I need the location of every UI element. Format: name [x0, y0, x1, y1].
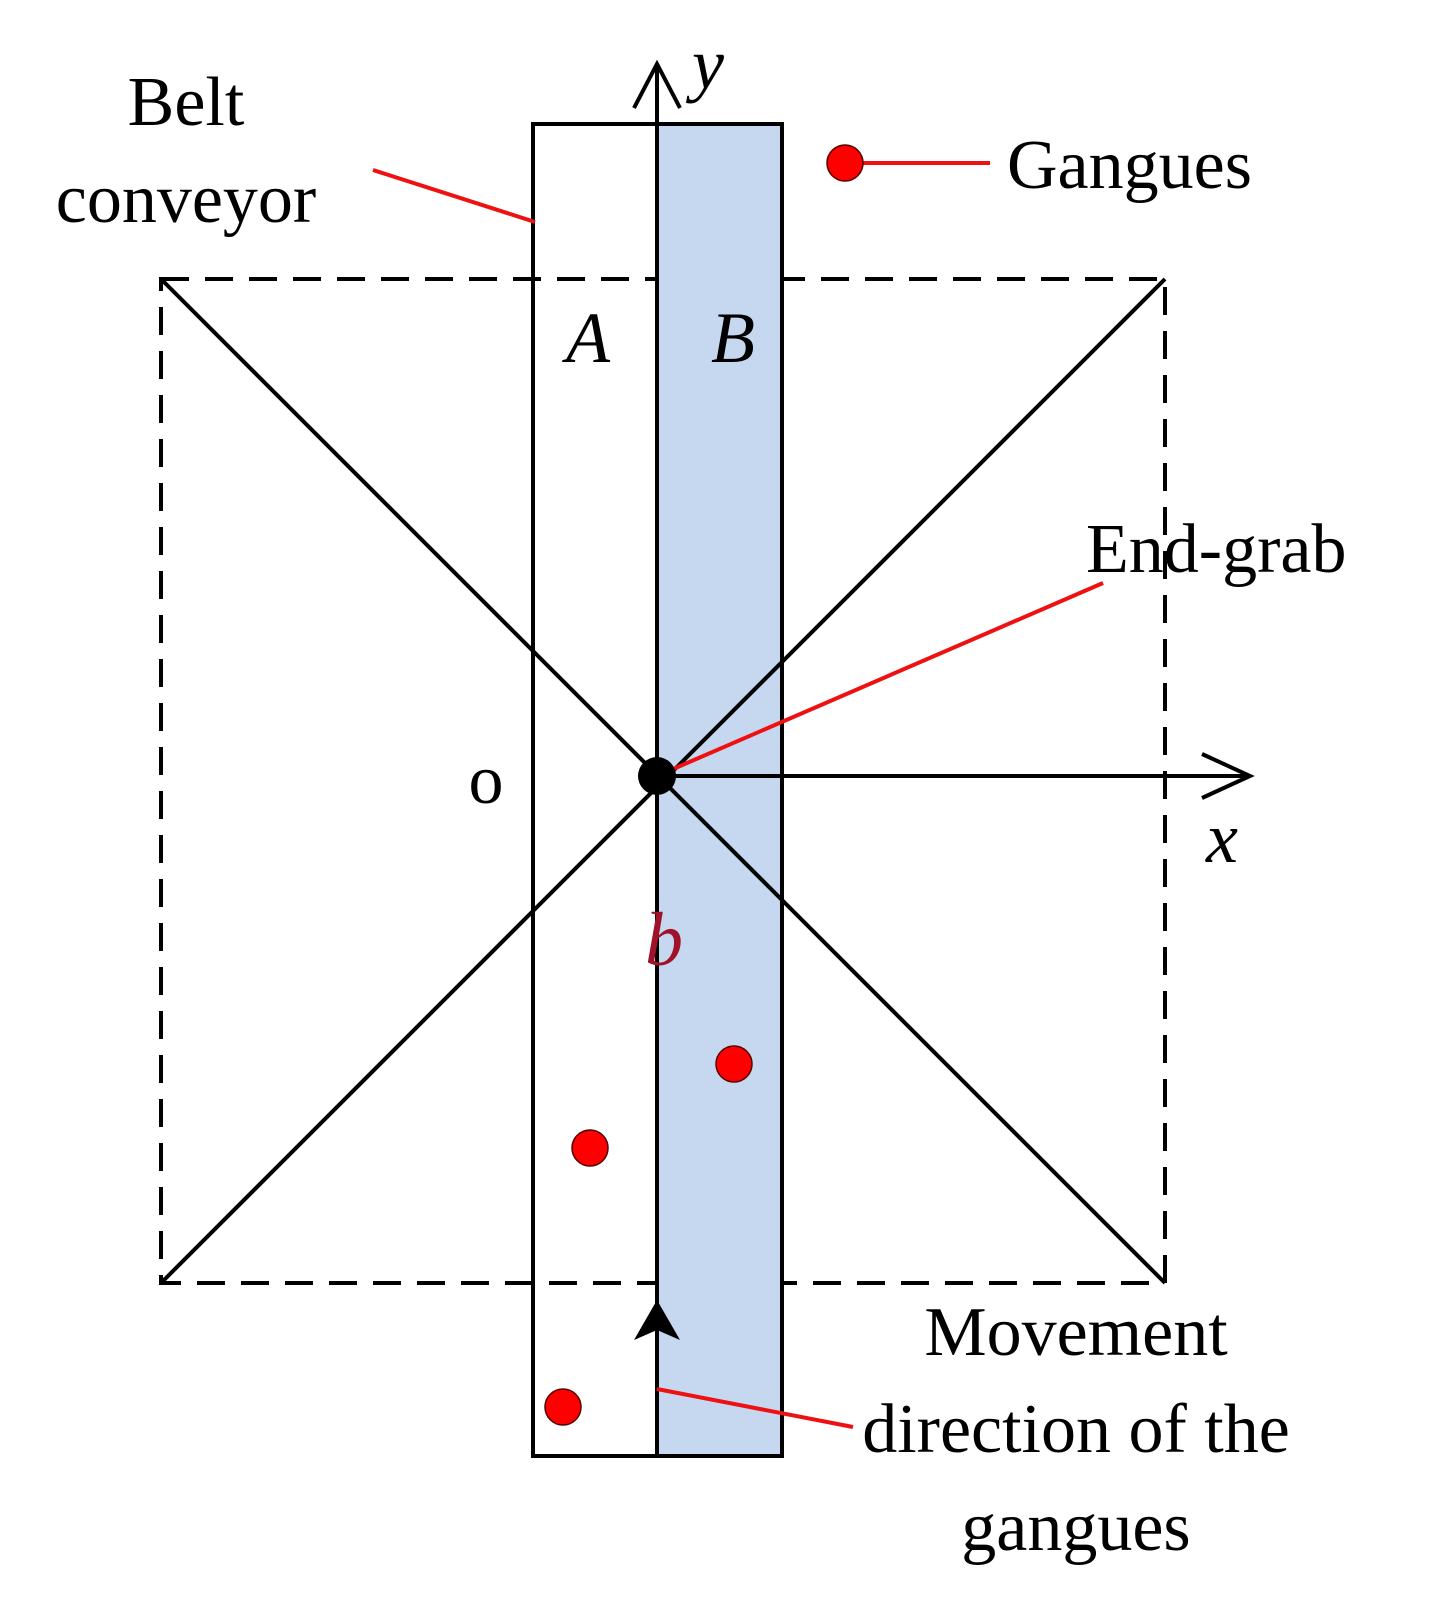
end-grab-icon	[638, 757, 676, 795]
end-grab-leader	[656, 581, 1104, 778]
gangues-legend-label: Gangues	[1007, 127, 1252, 204]
movement-direction-leader	[656, 1387, 854, 1429]
gangue-icon	[715, 1045, 753, 1083]
gangue-icon	[571, 1129, 609, 1167]
movement-direction-label-line3: gangues	[961, 1489, 1190, 1566]
region-b-label: B	[711, 298, 755, 378]
movement-direction-label-line1: Movement	[924, 1294, 1228, 1371]
end-grab-label: End-grab	[1086, 511, 1346, 588]
gangue-icon	[544, 1388, 582, 1426]
movement-arrowhead-icon	[634, 1300, 680, 1340]
origin-label: o	[469, 742, 504, 819]
belt-conveyor-label-line2: conveyor	[56, 161, 316, 238]
belt-conveyor-leader	[372, 168, 536, 224]
y-axis-label: y	[685, 24, 724, 104]
belt-conveyor-label-line1: Belt	[128, 64, 245, 141]
b-label: b	[645, 898, 683, 982]
belt-region-b	[657, 124, 782, 1456]
region-a-label: A	[562, 298, 611, 378]
x-axis-label: x	[1205, 798, 1238, 878]
y-axis-arrow	[632, 59, 682, 109]
x-axis-arrow	[1201, 752, 1255, 800]
gangue-legend-icon	[826, 144, 864, 182]
movement-direction-label-line2: direction of the	[862, 1391, 1290, 1468]
